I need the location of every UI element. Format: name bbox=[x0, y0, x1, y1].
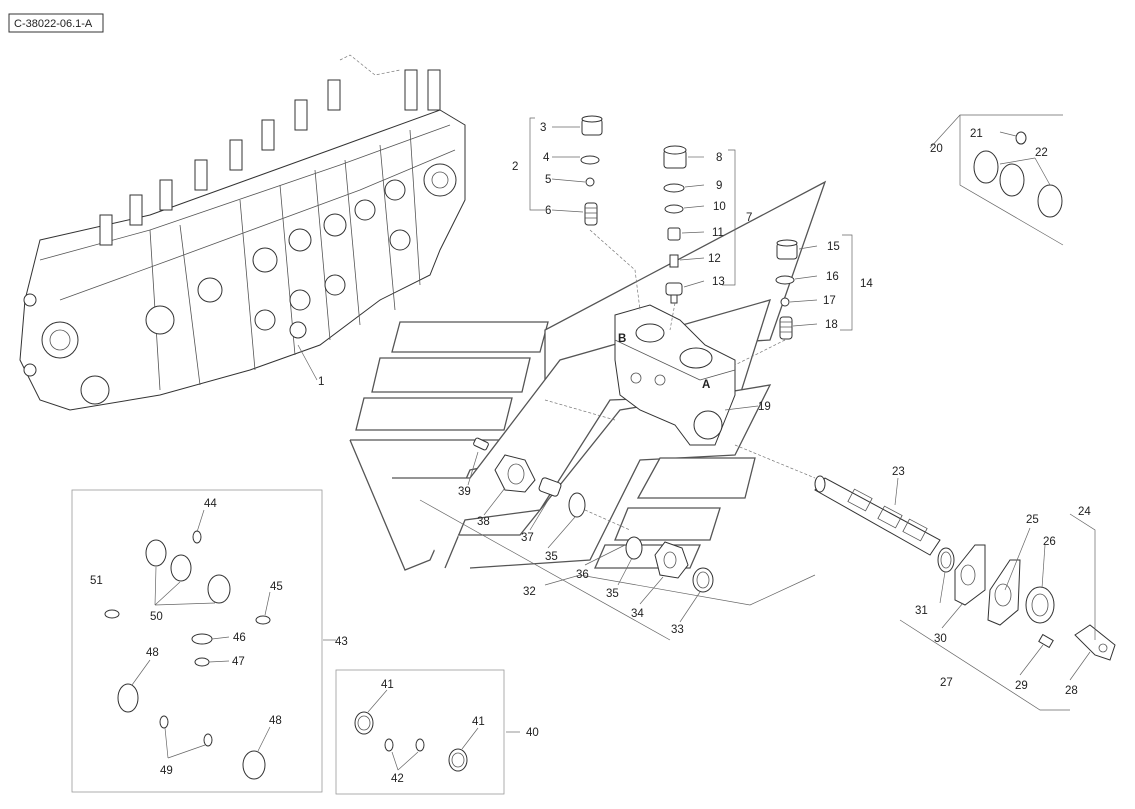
callout-39: 39 bbox=[458, 486, 471, 498]
callout-36: 36 bbox=[576, 569, 589, 581]
spool-cap-parts bbox=[473, 437, 714, 593]
callout-23: 23 bbox=[892, 466, 905, 478]
callout-48-b: 48 bbox=[269, 715, 282, 727]
callout-48-a: 48 bbox=[146, 647, 159, 659]
spool bbox=[814, 475, 941, 556]
callout-31: 31 bbox=[915, 605, 928, 617]
callout-43: 43 bbox=[335, 636, 348, 648]
seal-kit-20 bbox=[929, 114, 1064, 246]
callout-24: 24 bbox=[1078, 506, 1091, 518]
relief-valve-parts-left bbox=[580, 115, 603, 226]
callout-6: 6 bbox=[545, 205, 551, 217]
relief-valve-parts-center bbox=[663, 145, 687, 304]
callout-50: 50 bbox=[150, 611, 163, 623]
callout-16: 16 bbox=[826, 271, 839, 283]
callout-8: 8 bbox=[716, 152, 722, 164]
callout-49: 49 bbox=[160, 765, 173, 777]
callout-51: 51 bbox=[90, 575, 103, 587]
bracket-14 bbox=[840, 234, 853, 331]
callout-35-a: 35 bbox=[545, 551, 558, 563]
seal-kit-43 bbox=[71, 489, 323, 793]
port-a-marking: A bbox=[702, 379, 710, 391]
callout-27: 27 bbox=[940, 677, 953, 689]
relief-valve-parts-right bbox=[775, 239, 798, 340]
callout-35-b: 35 bbox=[606, 588, 619, 600]
callout-29: 29 bbox=[1015, 680, 1028, 692]
seal-kit-40 bbox=[335, 669, 505, 795]
callout-37: 37 bbox=[521, 532, 534, 544]
bracket-2 bbox=[529, 117, 545, 211]
callout-labels: 1 2 3 4 5 6 7 8 9 10 11 12 13 14 15 16 1… bbox=[90, 122, 1091, 785]
callout-47: 47 bbox=[232, 656, 245, 668]
callout-14: 14 bbox=[860, 278, 873, 290]
drawing-reference: C-38022-06.1-A bbox=[14, 18, 93, 30]
callout-19: 19 bbox=[758, 401, 771, 413]
callout-45: 45 bbox=[270, 581, 283, 593]
callout-32: 32 bbox=[523, 586, 536, 598]
callout-15: 15 bbox=[827, 241, 840, 253]
callout-20: 20 bbox=[930, 143, 943, 155]
callout-26: 26 bbox=[1043, 536, 1056, 548]
callout-17: 17 bbox=[823, 295, 836, 307]
callout-22: 22 bbox=[1035, 147, 1048, 159]
bracket-7 bbox=[722, 149, 736, 286]
callout-33: 33 bbox=[671, 624, 684, 636]
callout-10: 10 bbox=[713, 201, 726, 213]
callout-25: 25 bbox=[1026, 514, 1039, 526]
callout-46: 46 bbox=[233, 632, 246, 644]
port-b-marking: B bbox=[618, 333, 626, 345]
callout-12: 12 bbox=[708, 253, 721, 265]
callout-30: 30 bbox=[934, 633, 947, 645]
callout-2: 2 bbox=[512, 161, 518, 173]
callout-41-a: 41 bbox=[381, 679, 394, 691]
callout-7: 7 bbox=[746, 212, 752, 224]
callout-21: 21 bbox=[970, 128, 983, 140]
callout-5: 5 bbox=[545, 174, 551, 186]
valve-section-body: B A bbox=[614, 304, 736, 446]
callout-41-b: 41 bbox=[472, 716, 485, 728]
callout-18: 18 bbox=[825, 319, 838, 331]
callout-40: 40 bbox=[526, 727, 539, 739]
callout-42: 42 bbox=[391, 773, 404, 785]
callout-11: 11 bbox=[712, 227, 724, 239]
callout-9: 9 bbox=[716, 180, 722, 192]
callout-1: 1 bbox=[318, 376, 324, 388]
callout-3: 3 bbox=[540, 122, 546, 134]
reference-box bbox=[8, 13, 104, 33]
callout-44: 44 bbox=[204, 498, 217, 510]
control-valve-bank bbox=[19, 54, 466, 411]
callout-28: 28 bbox=[1065, 685, 1078, 697]
spool-end-parts bbox=[937, 544, 1116, 661]
callout-13: 13 bbox=[712, 276, 725, 288]
callout-38: 38 bbox=[477, 516, 490, 528]
callout-4: 4 bbox=[543, 152, 550, 164]
leader-lines bbox=[131, 126, 1096, 771]
callout-34: 34 bbox=[631, 608, 644, 620]
